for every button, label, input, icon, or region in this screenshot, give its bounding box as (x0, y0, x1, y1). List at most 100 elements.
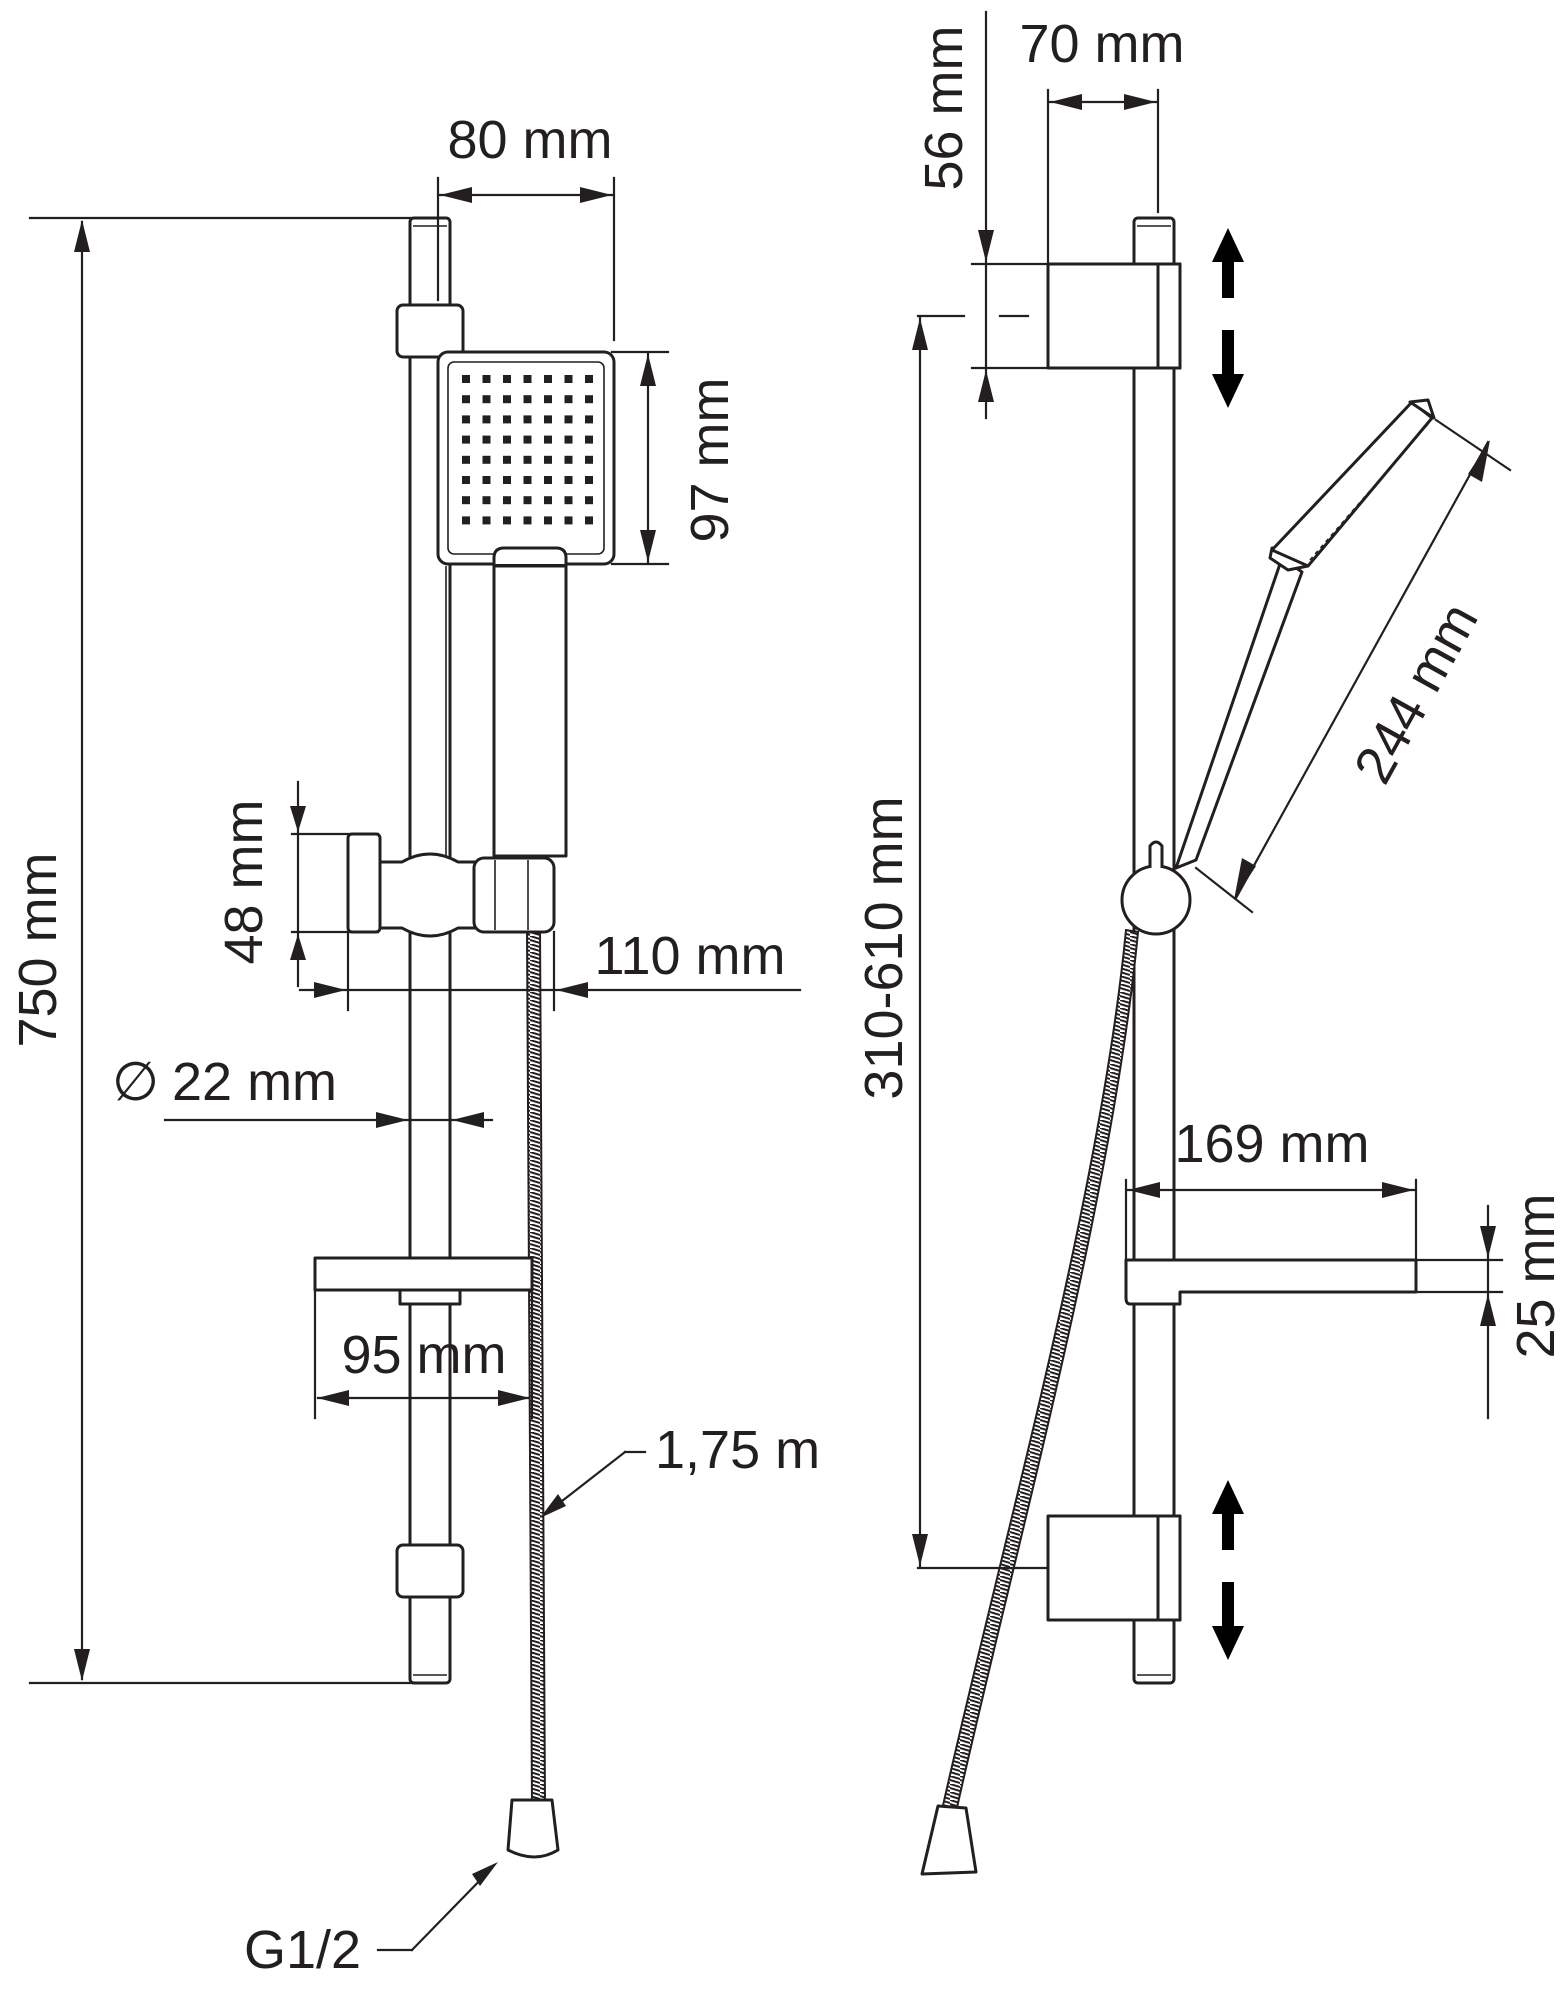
spray-nozzle (523, 455, 532, 464)
front-top-bracket (395, 303, 465, 359)
spray-nozzle (544, 496, 552, 505)
side-hose (940, 928, 1140, 1814)
spray-nozzle (564, 476, 573, 484)
dim-97-label: 97 mm (680, 377, 740, 542)
spray-nozzle (564, 496, 573, 505)
side-rail (1132, 216, 1176, 1685)
side-shelf (1124, 1258, 1418, 1306)
spray-nozzle (482, 476, 491, 484)
spray-nozzle (523, 395, 532, 404)
spray-nozzle (462, 395, 470, 404)
spray-nozzle (544, 455, 552, 464)
connector-thread-label: G1/2 (244, 1920, 361, 1980)
spray-nozzle (462, 455, 470, 464)
side-bottom-bracket (1046, 1514, 1182, 1622)
dim-bracket-height: 56 mm (914, 10, 1048, 420)
spray-nozzle (544, 516, 552, 525)
spray-nozzle (462, 435, 470, 444)
front-handshower-head (436, 350, 616, 566)
side-hose-connector (920, 1804, 978, 1876)
dim-25-label: 25 mm (1506, 1193, 1566, 1358)
spray-nozzle (503, 455, 511, 464)
spray-nozzle (564, 516, 573, 525)
dim-70-label: 70 mm (1019, 14, 1184, 74)
front-shower-holder (346, 832, 556, 938)
hose-length-label: 1,75 m (655, 1420, 820, 1480)
spray-nozzle (482, 375, 491, 383)
side-round-holder (1120, 840, 1192, 936)
dim-95-label: 95 mm (341, 1325, 506, 1385)
dim-bracket-spacing: 310-610 mm (854, 314, 1048, 1570)
spray-nozzle (544, 375, 552, 383)
spray-nozzle (585, 415, 593, 424)
spray-nozzle-grid (462, 375, 593, 525)
spray-nozzle (482, 455, 491, 464)
side-view: 70 mm 56 mm 310-610 mm (854, 10, 1566, 1876)
dim-shelf-depth: 169 mm (1124, 1114, 1418, 1260)
front-hose-connector (506, 1798, 560, 1859)
spray-nozzle (585, 455, 593, 464)
spray-nozzle (523, 415, 532, 424)
dim-80-label: 80 mm (447, 110, 612, 170)
spray-nozzle (585, 435, 593, 444)
dim-22-label: 22 mm (172, 1052, 337, 1112)
spray-nozzle (462, 415, 470, 424)
spray-nozzle (482, 435, 491, 444)
spray-nozzle (564, 395, 573, 404)
dim-169-label: 169 mm (1174, 1114, 1369, 1174)
spray-nozzle (544, 415, 552, 424)
dim-110-label: 110 mm (594, 926, 785, 986)
spray-nozzle (482, 415, 491, 424)
spray-nozzle (503, 476, 511, 484)
spray-nozzle (564, 455, 573, 464)
spray-nozzle (564, 415, 573, 424)
front-handshower-handle (445, 564, 568, 860)
spray-nozzle (503, 415, 511, 424)
spray-nozzle (523, 476, 532, 484)
dim-holder-height: 48 mm (214, 780, 380, 988)
front-hose (525, 929, 547, 1806)
callout-connector-thread: G1/2 (244, 1862, 498, 1980)
spray-nozzle (503, 496, 511, 505)
spray-nozzle (585, 476, 593, 484)
dim-244-label: 244 mm (1343, 593, 1490, 793)
spray-nozzle (523, 435, 532, 444)
spray-nozzle (523, 496, 532, 505)
top-bracket-move-arrows (1212, 228, 1244, 408)
front-view: 750 mm 80 mm 97 mm 48 mm (8, 110, 820, 1980)
dim-head-height: 97 mm (610, 350, 740, 566)
spray-nozzle (564, 435, 573, 444)
dim-shelf-height: 25 mm (1416, 1193, 1566, 1420)
dim-rail-diameter: ∅ 22 mm (112, 1052, 494, 1128)
spray-nozzle (482, 395, 491, 404)
front-rail (408, 216, 452, 1685)
spray-nozzle (462, 496, 470, 505)
spray-nozzle (544, 395, 552, 404)
front-shelf (313, 1256, 534, 1306)
spray-nozzle (564, 375, 573, 383)
front-bottom-bracket (395, 1543, 465, 1599)
dim-56-label: 56 mm (914, 25, 974, 190)
diameter-symbol: ∅ (112, 1052, 159, 1112)
spray-nozzle (523, 516, 532, 525)
bottom-bracket-move-arrows (1212, 1480, 1244, 1660)
spray-nozzle (585, 516, 593, 525)
dim-bracket-width: 70 mm (1019, 14, 1185, 264)
dim-holder-depth: 110 mm (298, 926, 802, 1012)
spray-nozzle (482, 496, 491, 505)
side-handshower (1174, 398, 1436, 870)
dim-310-610-label: 310-610 mm (854, 796, 914, 1099)
spray-nozzle (585, 395, 593, 404)
spray-nozzle (523, 375, 532, 383)
spray-nozzle (462, 476, 470, 484)
dim-48-label: 48 mm (214, 799, 274, 964)
spray-nozzle (462, 375, 470, 383)
spray-nozzle (503, 516, 511, 525)
spray-nozzle (544, 476, 552, 484)
spray-nozzle (585, 496, 593, 505)
side-top-bracket (1046, 262, 1182, 370)
dim-750-label: 750 mm (8, 852, 68, 1047)
callout-hose-length: 1,75 m (540, 1420, 820, 1518)
spray-nozzle (585, 375, 593, 383)
